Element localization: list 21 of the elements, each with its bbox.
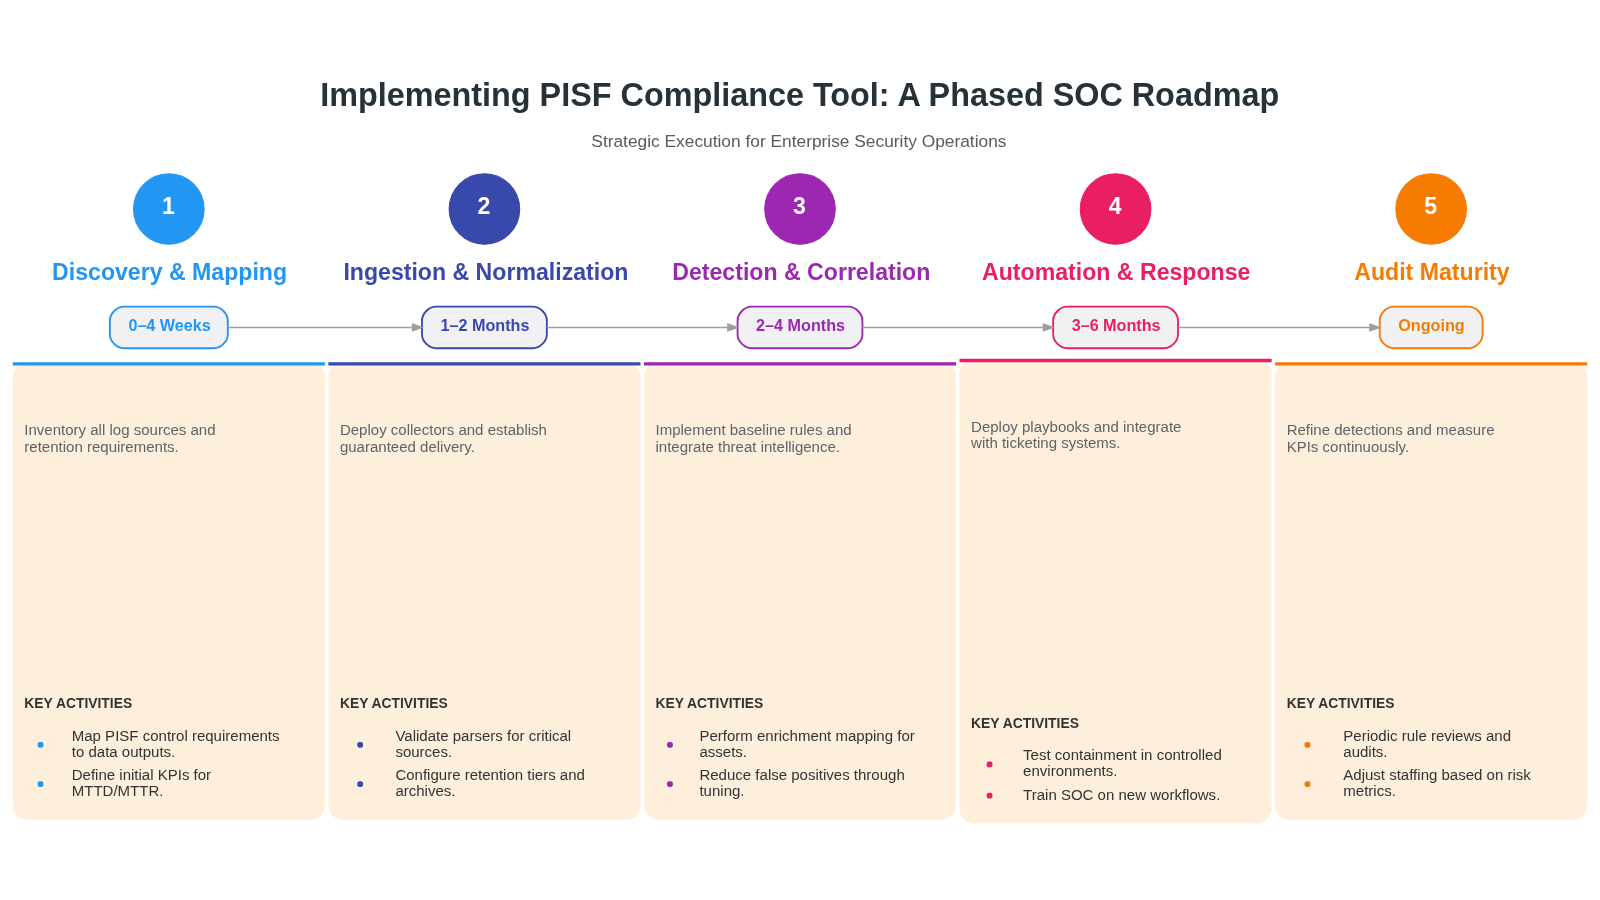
node-circle: 5 bbox=[1395, 173, 1467, 245]
node-circle: 3 bbox=[764, 173, 836, 245]
node-circle: 4 bbox=[1079, 173, 1152, 245]
node-box: 1–2 Months bbox=[421, 305, 548, 350]
label: Strategic Execution for Enterprise Security Operations bbox=[591, 130, 1007, 151]
node-circle: 1 bbox=[133, 173, 205, 245]
node-box: 0–4 Weeks bbox=[108, 305, 229, 350]
arrow bbox=[546, 323, 740, 332]
node-box: Ongoing bbox=[1378, 305, 1484, 350]
node-circle: 2 bbox=[448, 173, 521, 245]
arrow bbox=[227, 323, 425, 332]
arrow bbox=[1177, 323, 1382, 332]
node-label: Audit Maturity bbox=[1354, 259, 1510, 286]
node-label: Automation & Response bbox=[982, 259, 1251, 286]
diagram-title: Implementing PISF Compliance Tool: A Phased SOC Roadmap bbox=[320, 76, 1280, 113]
arrow bbox=[861, 323, 1056, 332]
node-label: Detection & Correlation bbox=[672, 259, 931, 286]
node-label: Discovery & Mapping bbox=[52, 259, 288, 286]
node-label: Ingestion & Normalization bbox=[343, 259, 629, 286]
node-box: 2–4 Months bbox=[736, 305, 864, 350]
node-box: 3–6 Months bbox=[1052, 305, 1179, 350]
